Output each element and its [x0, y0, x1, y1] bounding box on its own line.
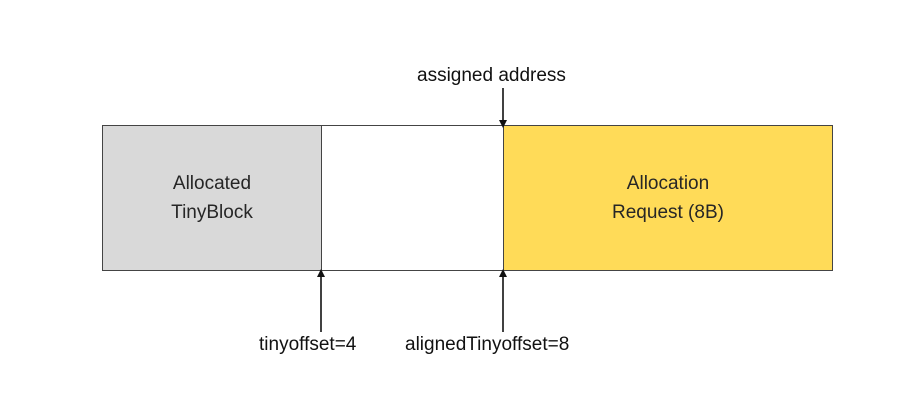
tinyoffset-label: tinyoffset=4 [259, 334, 357, 355]
allocation-request-label: Allocation Request (8B) [504, 169, 832, 227]
allocation-request-label-line-1: Allocation [626, 173, 710, 194]
assigned-address-label: assigned address [417, 65, 566, 86]
allocated-tinyblock-box: Allocated TinyBlock [102, 125, 322, 271]
allocated-tinyblock-label: Allocated TinyBlock [103, 169, 321, 227]
allocated-tinyblock-label-line-2: TinyBlock [171, 202, 253, 223]
allocation-request-label-line-2: Request (8B) [612, 202, 724, 223]
allocation-request-box: Allocation Request (8B) [503, 125, 833, 271]
allocated-tinyblock-label-line-1: Allocated [172, 173, 252, 194]
aligned-tinyoffset-label: alignedTinyoffset=8 [405, 334, 570, 355]
